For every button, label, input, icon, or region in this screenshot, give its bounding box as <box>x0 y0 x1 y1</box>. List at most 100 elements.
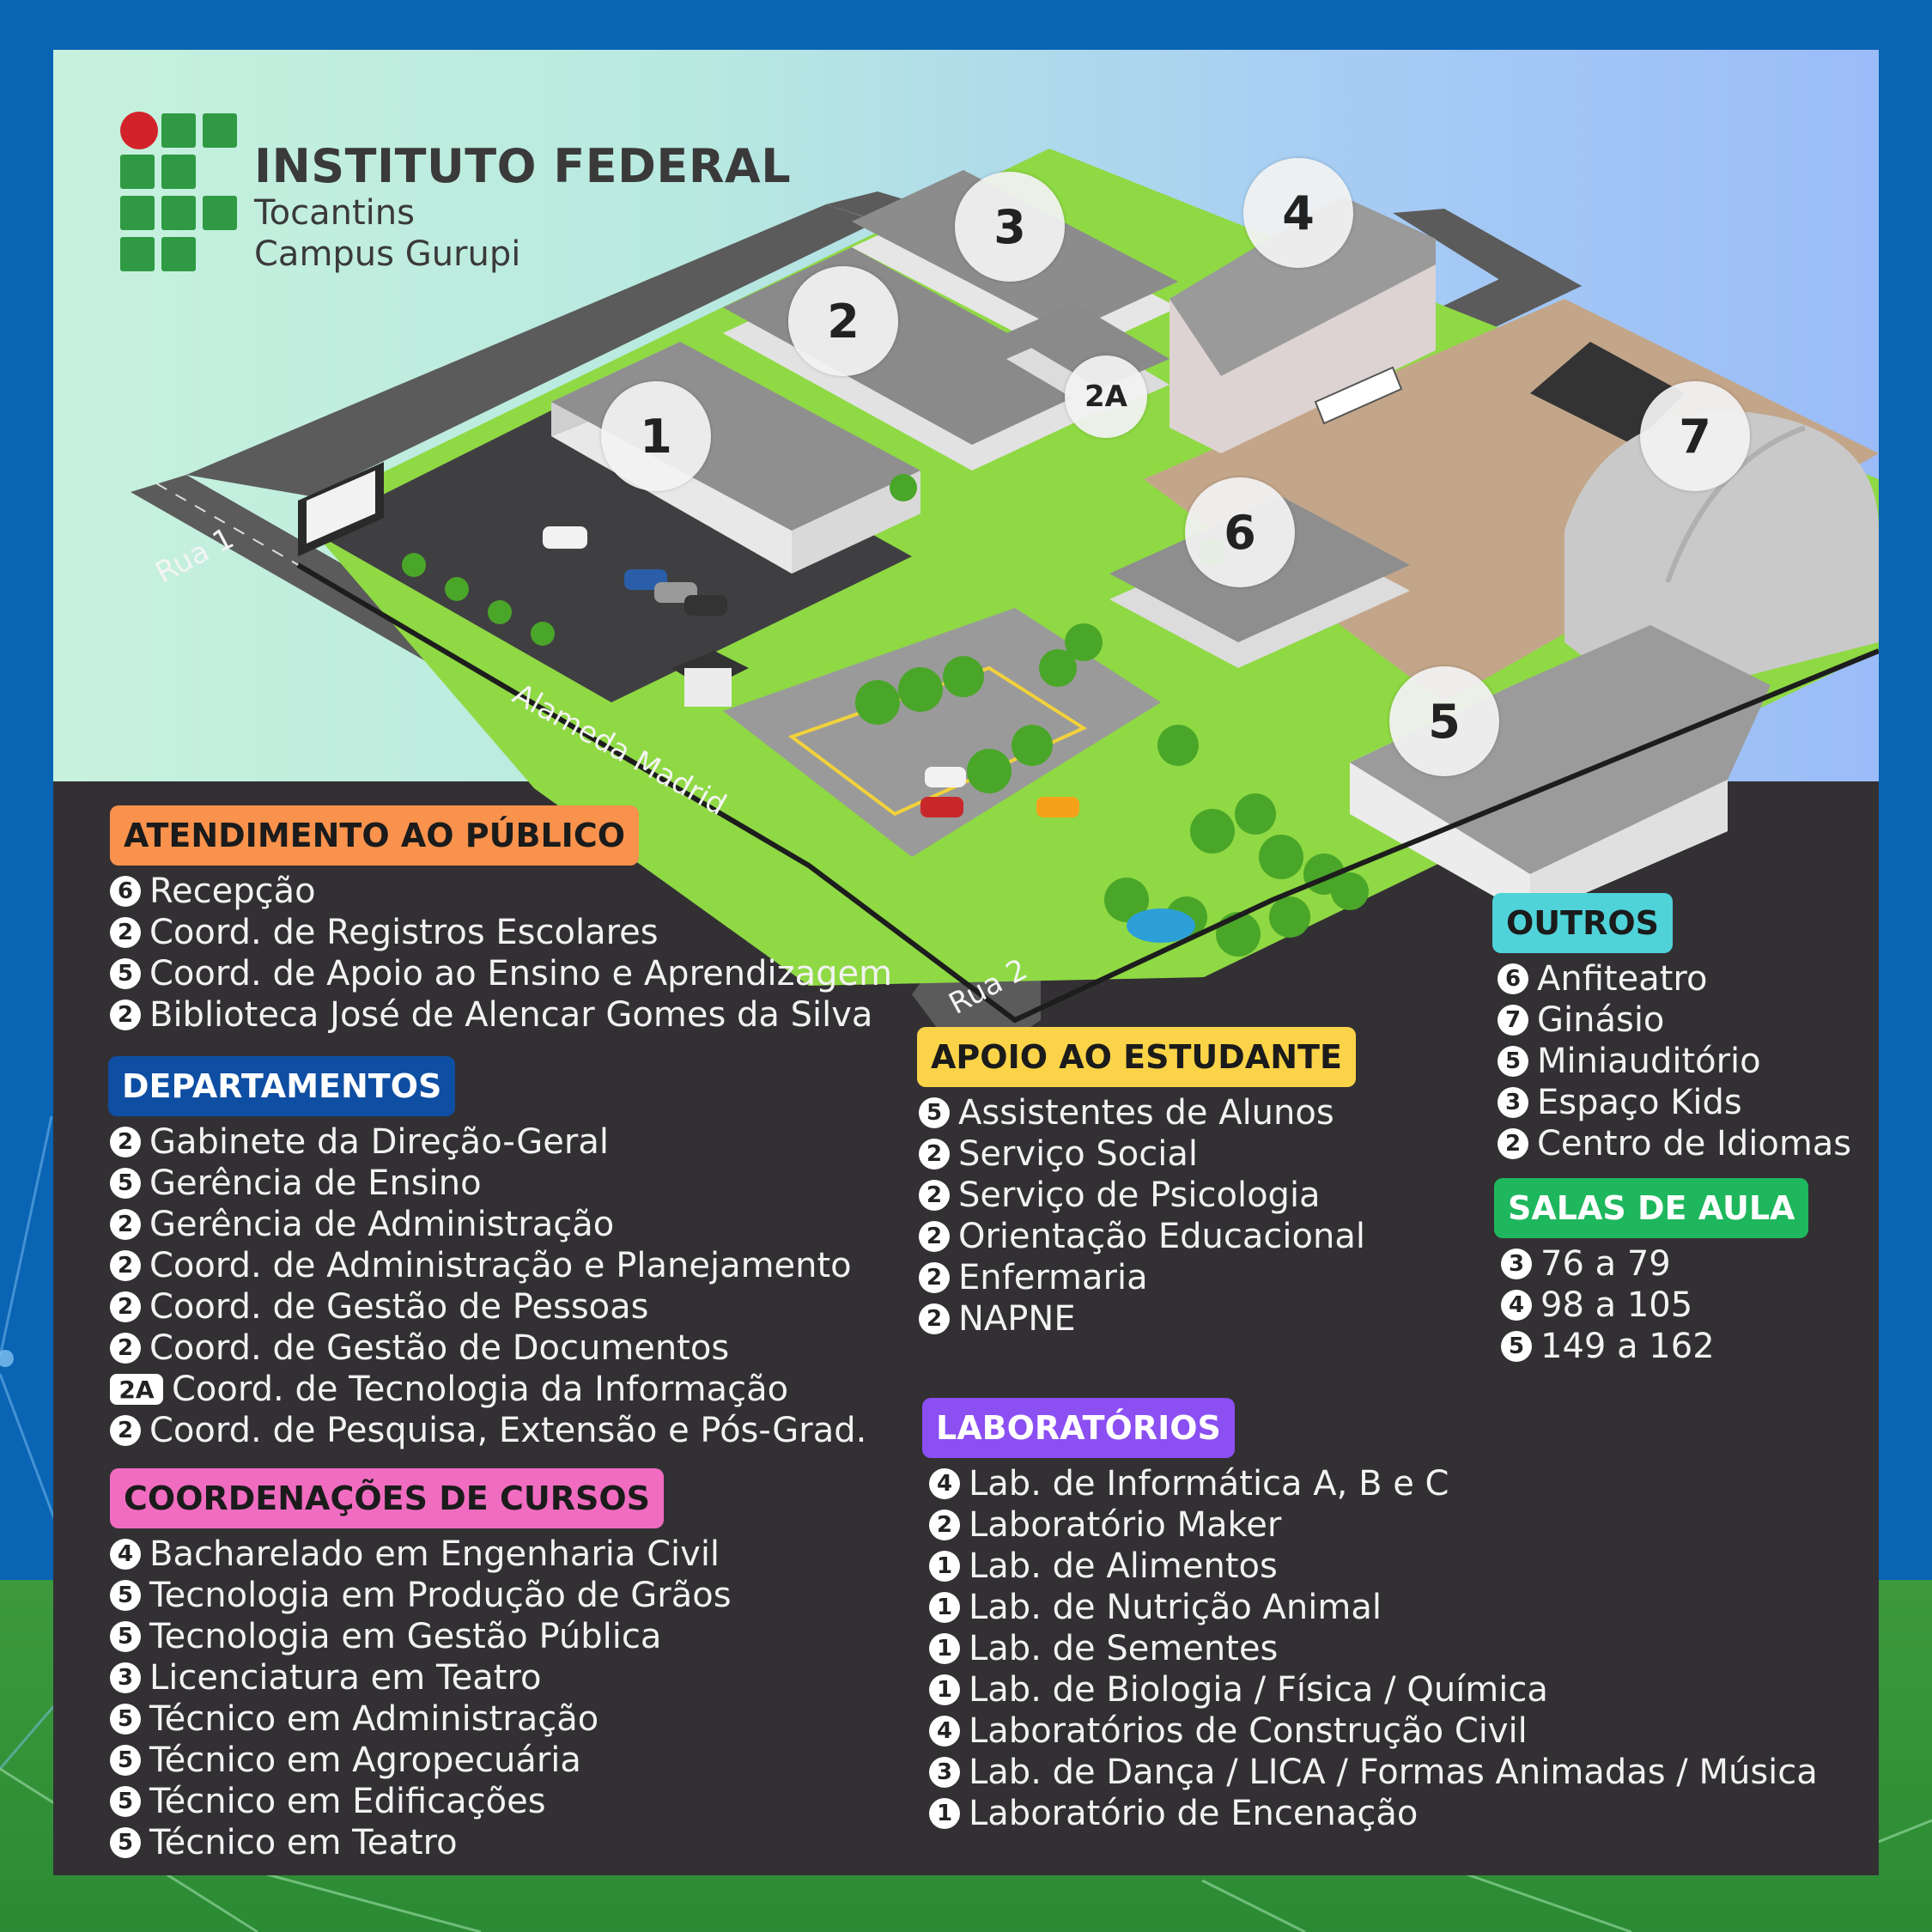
building-number-badge: 5 <box>110 1745 141 1776</box>
legend-item-label: Coord. de Administração e Planejamento <box>149 1246 852 1285</box>
building-marker-2[interactable]: 2 <box>788 266 898 376</box>
legend-item-label: Lab. de Informática A, B e C <box>969 1464 1449 1504</box>
building-number-badge: 5 <box>110 1580 141 1611</box>
legend-item-label: Técnico em Teatro <box>149 1823 458 1862</box>
building-number-badge: 2 <box>919 1139 950 1170</box>
building-number-badge: 5 <box>110 1827 141 1858</box>
building-marker-1[interactable]: 1 <box>601 381 711 491</box>
building-marker-7[interactable]: 7 <box>1640 381 1750 491</box>
section-title-coordenacoes: COORDENAÇÕES DE CURSOS <box>110 1468 664 1528</box>
subtitle-line-2: Campus Gurupi <box>254 234 521 274</box>
list-departamentos: 2 Gabinete da Direção-Geral 5 Gerência de E… <box>110 1121 866 1451</box>
legend-item-label: Lab. de Nutrição Animal <box>969 1588 1382 1627</box>
fence <box>296 562 1879 1024</box>
building-number-badge: 2 <box>919 1180 950 1211</box>
legend-item: 5 Técnico em Agropecuária <box>110 1740 732 1781</box>
legend-item-label: Miniauditório <box>1537 1042 1761 1081</box>
legend-item-label: Orientação Educacional <box>958 1217 1365 1256</box>
legend-item-label: Gerência de Ensino <box>149 1163 482 1203</box>
building-number-badge: 1 <box>929 1674 960 1705</box>
building-number-badge: 5 <box>110 1786 141 1817</box>
building-number-badge: 2A <box>110 1374 163 1405</box>
legend-item: 2 Orientação Educacional <box>919 1216 1365 1257</box>
logo-square <box>120 237 155 271</box>
legend-item-label: NAPNE <box>958 1299 1076 1339</box>
building-number-badge: 5 <box>110 958 141 989</box>
logo-square <box>161 113 196 148</box>
legend-item-label: Assistentes de Alunos <box>958 1093 1334 1133</box>
legend-item: 1 Lab. de Nutrição Animal <box>929 1587 1818 1628</box>
building-number-badge: 2 <box>110 917 141 948</box>
legend-item-label: Técnico em Agropecuária <box>149 1741 581 1780</box>
building-number-badge: 1 <box>929 1798 960 1829</box>
building-marker-2a[interactable]: 2A <box>1065 355 1147 438</box>
building-marker-6[interactable]: 6 <box>1185 477 1295 587</box>
building-number-badge: 5 <box>110 1168 141 1199</box>
section-title-apoio: APOIO AO ESTUDANTE <box>917 1027 1356 1087</box>
building-number-badge: 2 <box>110 1333 141 1364</box>
legend-item-label: Coord. de Apoio ao Ensino e Aprendizagem <box>149 954 893 993</box>
legend-item-label: 149 a 162 <box>1540 1327 1715 1366</box>
logo-square <box>120 196 155 230</box>
legend-item-label: Gabinete da Direção-Geral <box>149 1122 609 1162</box>
building-number-badge: 2 <box>919 1262 950 1293</box>
building-number-badge: 6 <box>110 876 141 907</box>
logo-square <box>161 237 196 271</box>
legend-item: 1 Laboratório de Encenação <box>929 1793 1818 1834</box>
legend-item-label: Biblioteca José de Alencar Gomes da Silv… <box>149 995 873 1035</box>
building-marker-3[interactable]: 3 <box>955 172 1065 282</box>
legend-item: 2 Coord. de Gestão de Pessoas <box>110 1286 866 1327</box>
legend-item: 2 Coord. de Administração e Planejamento <box>110 1245 866 1286</box>
section-title-departamentos: DEPARTAMENTOS <box>108 1056 456 1116</box>
legend-item-label: Técnico em Edificações <box>149 1782 546 1821</box>
legend-item-label: Ginásio <box>1537 1000 1665 1040</box>
logo-square <box>161 196 196 230</box>
legend-item-label: Lab. de Dança / LICA / Formas Animadas /… <box>969 1753 1818 1792</box>
trees <box>402 474 1369 957</box>
building-marker-5[interactable]: 5 <box>1389 666 1499 776</box>
building-number-badge: 2 <box>110 1291 141 1322</box>
legend-item-label: Coord. de Gestão de Pessoas <box>149 1287 649 1327</box>
building-marker-4[interactable]: 4 <box>1243 158 1353 268</box>
legend-item-label: Laboratório de Encenação <box>969 1794 1419 1833</box>
building-number-badge: 3 <box>1498 1087 1528 1118</box>
building-number-badge: 2 <box>919 1221 950 1252</box>
legend-item: 5 Coord. de Apoio ao Ensino e Aprendizage… <box>110 953 892 994</box>
building-number-badge: 1 <box>929 1592 960 1623</box>
legend-item-label: Coord. de Tecnologia da Informação <box>172 1370 789 1409</box>
logo-square <box>203 113 237 148</box>
building-number-badge: 3 <box>929 1757 960 1788</box>
legend-item-label: 76 a 79 <box>1540 1244 1671 1284</box>
legend-item-label: Laboratório Maker <box>969 1505 1282 1545</box>
building-number-badge: 2 <box>919 1303 950 1334</box>
legend-item-label: Coord. de Pesquisa, Extensão e Pós-Grad. <box>149 1411 867 1450</box>
legend-item-label: Centro de Idiomas <box>1537 1124 1852 1163</box>
legend-item-label: Licenciatura em Teatro <box>149 1658 542 1698</box>
building-number-badge: 2 <box>110 1250 141 1281</box>
building-number-badge: 5 <box>110 1621 141 1652</box>
building-number-badge: 3 <box>110 1662 141 1693</box>
legend-item-label: Lab. de Biologia / Física / Química <box>969 1670 1548 1710</box>
building-number-badge: 6 <box>1498 963 1528 994</box>
logo-red-dot <box>120 112 158 149</box>
